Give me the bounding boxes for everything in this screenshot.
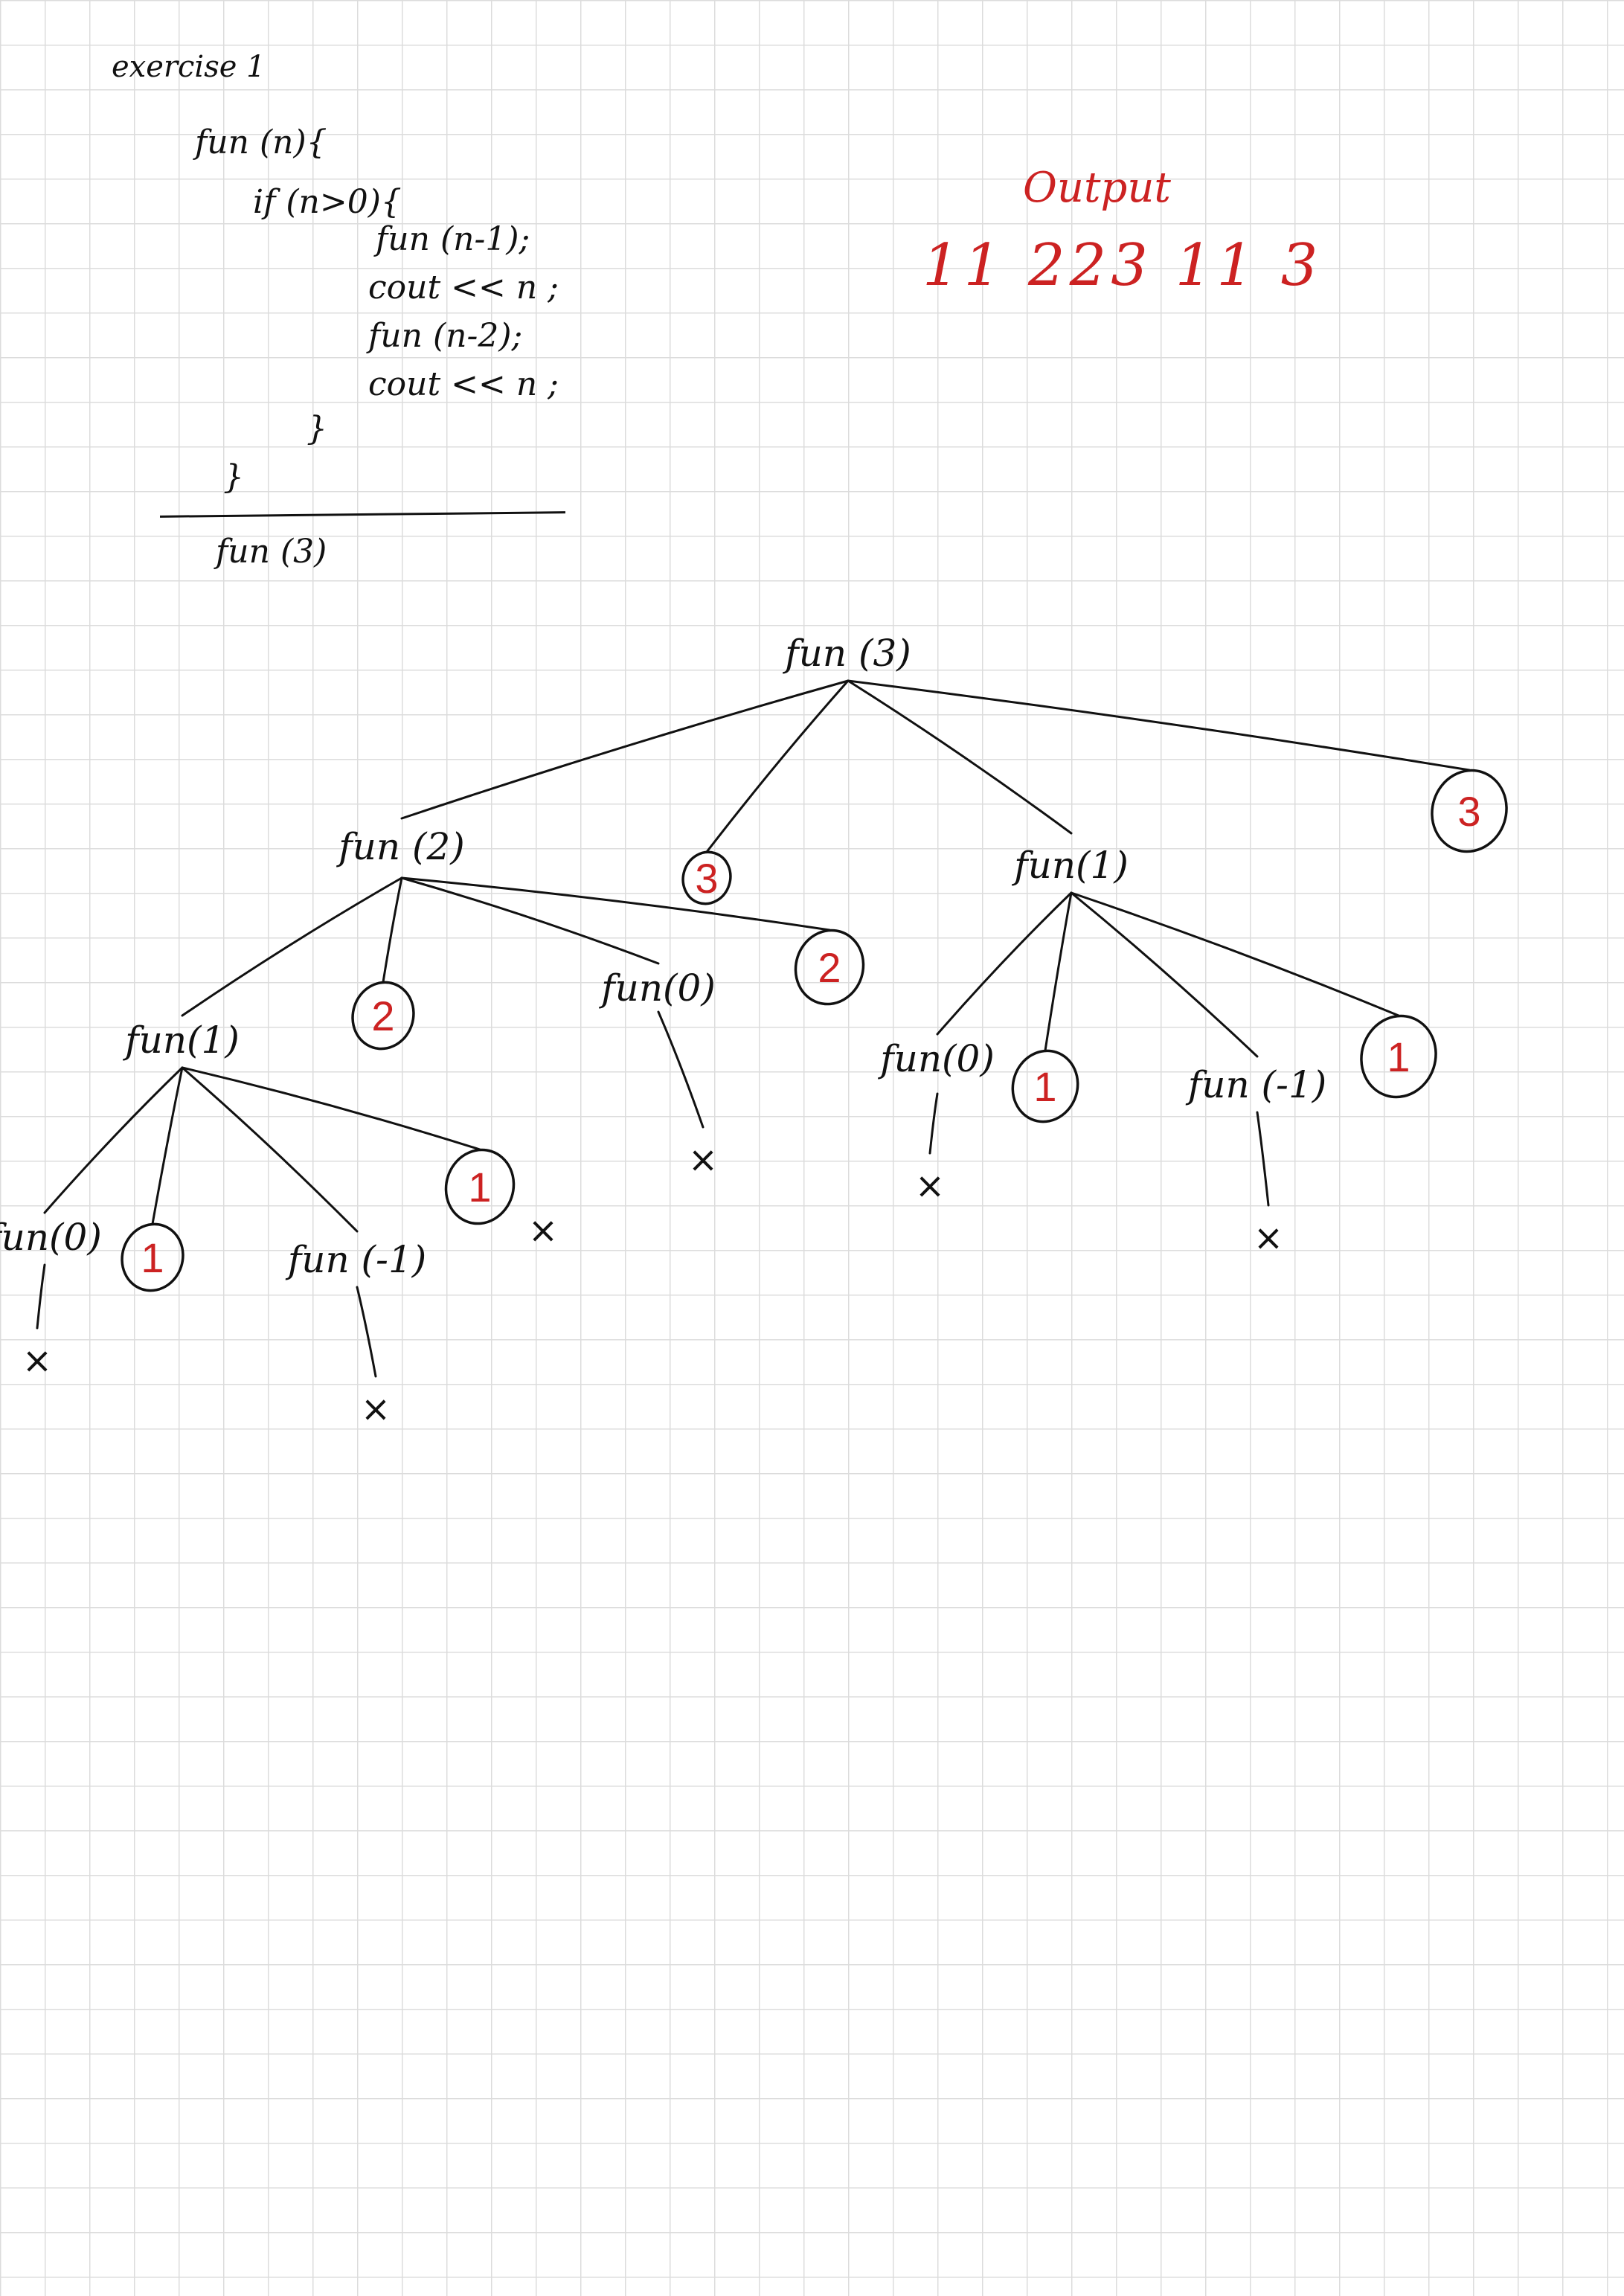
call-label: fun (3) — [782, 632, 911, 675]
output-circle — [351, 981, 415, 1051]
terminal-x: × — [688, 1139, 718, 1181]
tree-edge — [181, 1066, 359, 1233]
output-circle — [681, 850, 732, 905]
tree-edge — [1070, 891, 1400, 1017]
terminal-marker: × — [1254, 1217, 1283, 1259]
call-label: fun(1) — [122, 1019, 240, 1062]
call-label: fun (2) — [336, 825, 465, 868]
output-number: 1 — [141, 1234, 164, 1281]
tree-edge — [181, 876, 403, 1017]
output-number: 3 — [1457, 788, 1480, 835]
tree-nodes: fun (3) fun (2) 3 fun(1) 3 fun(1) 2 fun(0) 2 fun(… — [0, 632, 1508, 1430]
print-output-node: 1 — [1360, 1014, 1437, 1099]
terminal-marker: × — [361, 1388, 391, 1430]
call-label: fun(1) — [1011, 844, 1129, 887]
call-node: fun(0) — [598, 966, 716, 1010]
call-node: fun(0) — [0, 1216, 102, 1259]
output-number: 1 — [1033, 1063, 1056, 1110]
code-line: fun (n-2); — [368, 317, 523, 355]
call-node: fun(1) — [122, 1019, 240, 1062]
terminal-marker: × — [915, 1165, 945, 1207]
call-node: fun (-1) — [1185, 1063, 1327, 1106]
code-line: cout << n ; — [368, 365, 559, 403]
tree-edge — [400, 876, 660, 965]
output-number: 1 — [468, 1164, 491, 1210]
call-label: fun (-1) — [285, 1238, 427, 1281]
terminal-marker: × — [22, 1340, 52, 1382]
output-number: 2 — [371, 993, 394, 1039]
code-line: fun (n){ — [195, 124, 327, 161]
tree-edge — [1070, 891, 1259, 1058]
tree-edge — [382, 876, 403, 984]
code-line: } — [223, 458, 244, 496]
tree-edge — [1044, 891, 1073, 1052]
tree-edge — [847, 679, 1073, 835]
terminal-x: × — [915, 1165, 945, 1207]
print-output-node: 3 — [1431, 769, 1508, 853]
tree-edge — [36, 1263, 46, 1330]
terminal-marker: × — [688, 1139, 718, 1181]
tree-edge — [151, 1066, 184, 1225]
tree-edge — [356, 1286, 377, 1378]
output-sequence: 11 223 11 3 — [922, 232, 1323, 299]
terminal-x: × — [22, 1340, 52, 1382]
print-output-node: 2 — [351, 981, 415, 1051]
output-number: 2 — [818, 944, 841, 991]
tree-edge — [1256, 1111, 1270, 1207]
call-node: fun (2) — [336, 825, 465, 868]
tree-edge — [928, 1092, 939, 1155]
exercise-title: exercise 1 — [112, 50, 266, 84]
initial-call: fun (3) — [216, 533, 327, 571]
output-circle — [121, 1222, 184, 1292]
print-output-node: 1 — [444, 1148, 516, 1225]
call-node: fun (-1) — [285, 1238, 427, 1281]
call-label: fun(0) — [598, 966, 716, 1010]
call-label: fun(0) — [877, 1037, 995, 1080]
print-output-node: 2 — [794, 929, 865, 1006]
terminal-x: × — [361, 1388, 391, 1430]
code-line: } — [306, 410, 327, 448]
terminal-x: × — [528, 1210, 558, 1251]
tree-edge — [705, 679, 850, 853]
tree-edges — [36, 679, 1471, 1378]
print-output-node: 1 — [121, 1222, 184, 1292]
code-line: cout << n ; — [368, 269, 559, 307]
output-circle — [1431, 769, 1508, 853]
tree-edge — [847, 679, 1471, 772]
tree-edge — [936, 891, 1073, 1036]
code-line: fun (n-1); — [376, 220, 530, 258]
call-node: fun(0) — [877, 1037, 995, 1080]
call-node: fun (3) — [782, 632, 911, 675]
tree-edge — [43, 1066, 184, 1214]
call-node: fun(1) — [1011, 844, 1129, 887]
tree-edge — [181, 1066, 481, 1151]
call-label: fun (-1) — [1185, 1063, 1327, 1106]
print-output-node: 3 — [681, 850, 732, 905]
output-circle — [1360, 1014, 1437, 1099]
tree-edge — [657, 1010, 705, 1129]
tree-edge — [400, 679, 850, 820]
output-circle — [794, 929, 865, 1006]
terminal-x: × — [1254, 1217, 1283, 1259]
code-line: if (n>0){ — [253, 183, 402, 221]
output-circle — [1011, 1049, 1079, 1123]
output-label: Output — [1023, 164, 1171, 212]
print-output-node: 1 — [1011, 1049, 1079, 1123]
output-number: 3 — [695, 855, 718, 902]
call-label: fun(0) — [0, 1216, 102, 1259]
output-number: 1 — [1387, 1033, 1410, 1080]
terminal-marker: × — [528, 1210, 558, 1251]
tree-edge — [400, 876, 831, 931]
output-circle — [444, 1148, 516, 1225]
